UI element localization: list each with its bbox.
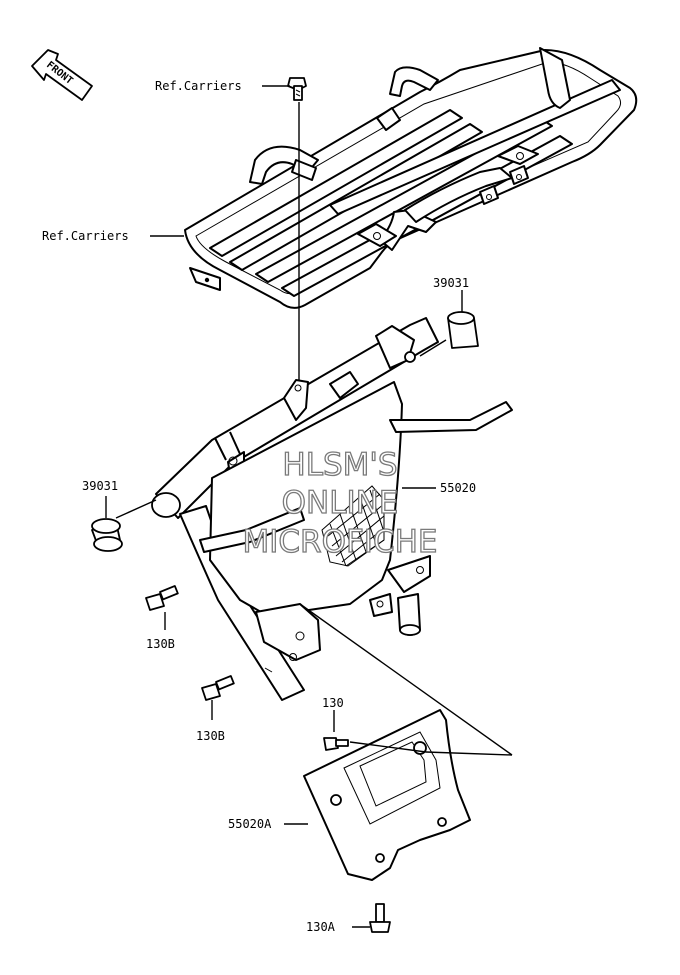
label-ref-carriers-top: Ref.Carriers	[155, 79, 242, 93]
watermark: HLSM'S ONLINE MICROFICHE	[242, 446, 438, 560]
carrier-rack	[184, 47, 638, 309]
label-39031-left: 39031	[82, 479, 118, 493]
bolt-130b-upper	[145, 585, 179, 611]
label-39031-right: 39031	[433, 276, 469, 290]
bolt-130b-lower	[201, 675, 235, 701]
bolt-130	[323, 737, 349, 751]
label-130b-upper: 130B	[146, 637, 175, 651]
bolt-130a	[369, 903, 391, 933]
guard-mesh	[321, 485, 385, 567]
bolt-top	[287, 77, 307, 101]
label-130: 130	[322, 696, 344, 710]
bushing-39031-right	[447, 311, 479, 349]
label-130b-lower: 130B	[196, 729, 225, 743]
watermark-line-3: MICROFICHE	[243, 524, 438, 560]
label-55020: 55020	[440, 481, 476, 495]
front-arrow-icon: FRONT	[31, 49, 93, 101]
label-130a: 130A	[306, 920, 336, 934]
skid-leader-line-a	[299, 603, 513, 756]
skid-leader-line-b	[425, 751, 513, 756]
guard-frame	[151, 317, 513, 701]
label-55020a: 55020A	[228, 817, 272, 831]
skid-leader-line-c	[349, 741, 427, 753]
watermark-line-2: ONLINE	[282, 485, 399, 521]
skid-plate-55020a	[303, 709, 471, 881]
bushing-39031-left	[91, 518, 123, 552]
label-ref-carriers-left: Ref.Carriers	[42, 229, 129, 243]
watermark-line-1: HLSM'S	[282, 447, 397, 483]
